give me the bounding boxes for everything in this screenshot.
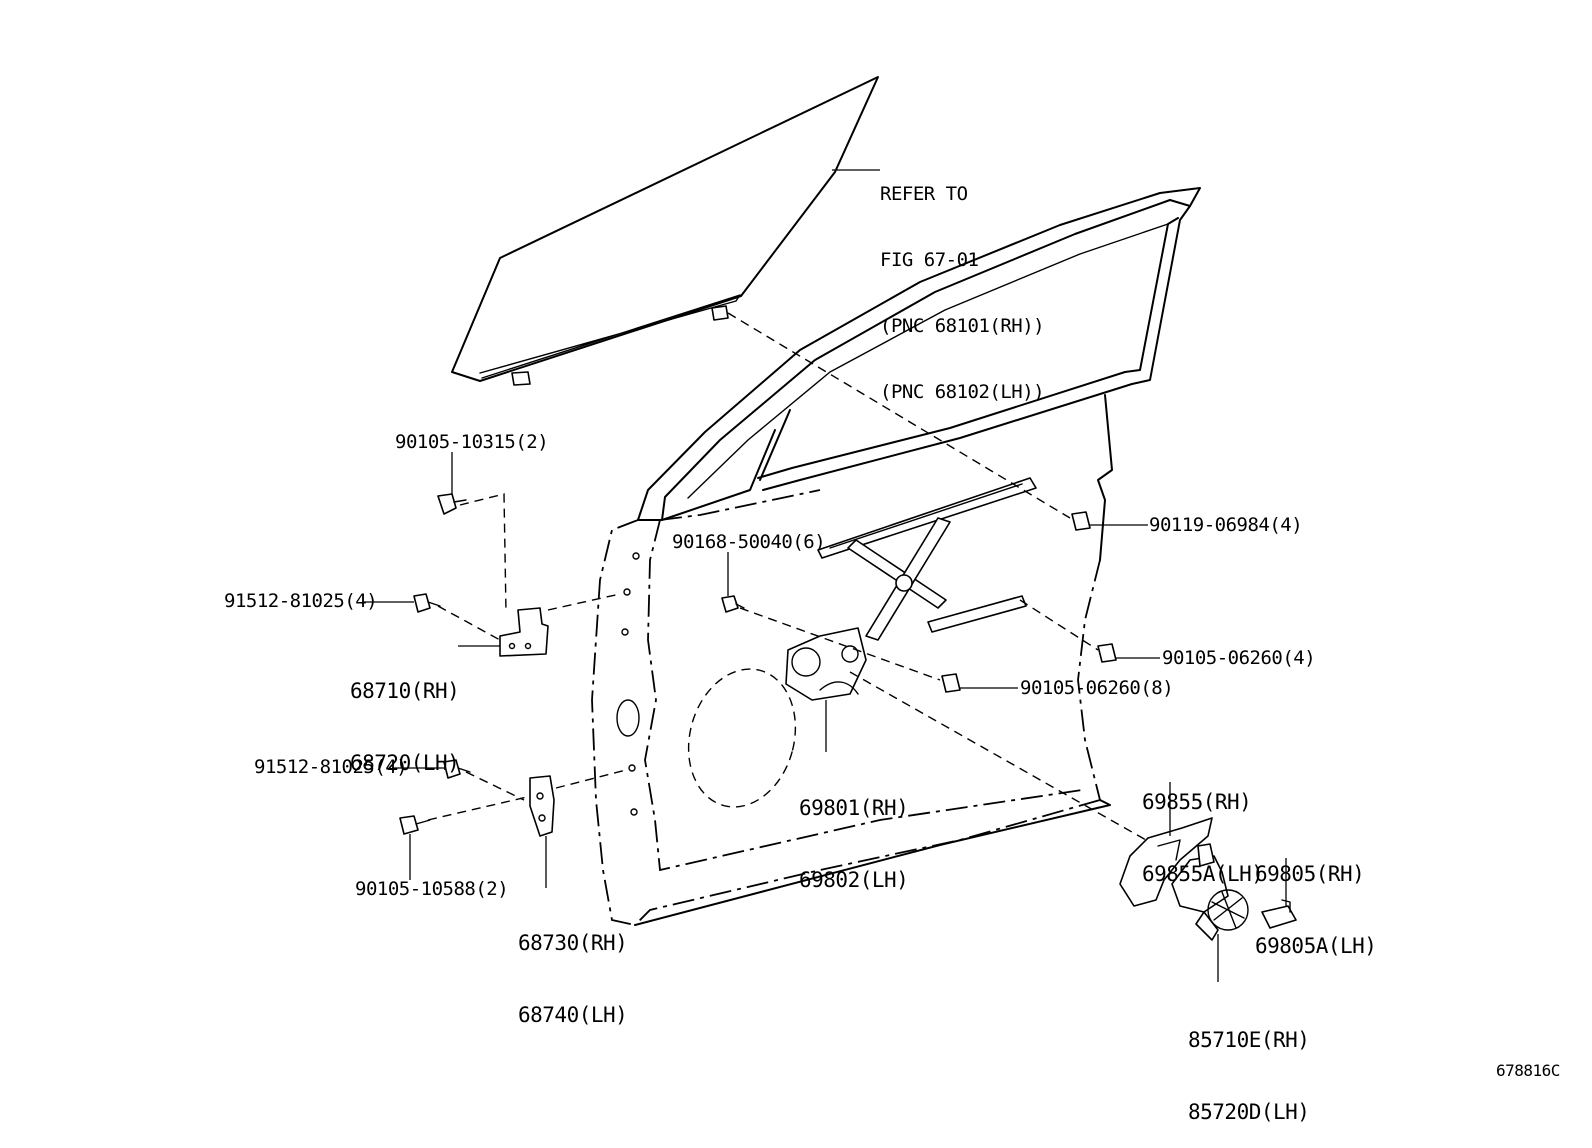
regulator-motor [1171, 843, 1249, 941]
callout-69801-rh: 69801(RH) [799, 796, 909, 820]
callout-69855: 69855(RH) 69855A(LH) [1142, 742, 1264, 910]
small-clip [1261, 899, 1297, 929]
refer-to-line-3: (PNC 68101(RH)) [880, 315, 1045, 337]
door-glass [451, 76, 879, 386]
callout-90168-50040: 90168-50040(6) [672, 531, 826, 553]
callout-90119-06984: 90119-06984(4) [1149, 514, 1303, 536]
assembly-dash-lines [427, 312, 1147, 841]
callout-85720d-lh: 85720D(LH) [1188, 1100, 1310, 1124]
callout-85710e-rh: 85710E(RH) [1188, 1028, 1310, 1052]
callout-68730: 68730(RH) 68740(LH) [518, 883, 628, 1051]
refer-to-line-1: REFER TO [880, 183, 968, 205]
callout-69802-lh: 69802(LH) [799, 868, 909, 892]
callout-69855-rh: 69855(RH) [1142, 790, 1252, 814]
callout-90105-06260-4: 90105-06260(4) [1162, 647, 1316, 669]
callout-90105-06260-8: 90105-06260(8) [1020, 677, 1174, 699]
figure-id: 678816C [1496, 1061, 1560, 1080]
callout-68720-lh: 68720(LH) [350, 751, 460, 775]
refer-to-line-4: (PNC 68102(LH)) [880, 381, 1045, 403]
motor-bracket [1119, 817, 1213, 907]
callout-68710: 68710(RH) 68720(LH) [350, 631, 460, 799]
callout-69805: 69805(RH) 69805A(LH) [1255, 814, 1377, 982]
callout-69855a-lh: 69855A(LH) [1142, 862, 1264, 886]
callout-69805-rh: 69805(RH) [1255, 862, 1365, 886]
leader-lines [364, 169, 1287, 982]
callout-91512-81025-bottom: 91512-81025(4) [254, 756, 408, 778]
callout-68740-lh: 68740(LH) [518, 1003, 628, 1027]
callout-68730-rh: 68730(RH) [518, 931, 628, 955]
bolts [399, 493, 1117, 835]
callout-85710: 85710E(RH) 85720D(LH) [1188, 980, 1310, 1148]
callout-90105-10315: 90105-10315(2) [395, 431, 549, 453]
window-regulator [785, 477, 1037, 701]
callout-68710-rh: 68710(RH) [350, 679, 460, 703]
callout-69801: 69801(RH) 69802(LH) [799, 748, 909, 916]
upper-hinge [499, 607, 549, 657]
refer-to-note: REFER TO FIG 67-01 (PNC 68101(RH)) (PNC … [880, 139, 1045, 425]
callout-69805a-lh: 69805A(LH) [1255, 934, 1377, 958]
refer-to-line-2: FIG 67-01 [880, 249, 979, 271]
front-door-panel [591, 187, 1201, 926]
door-glass-regulator-diagram [364, 76, 1297, 982]
callout-91512-81025-top: 91512-81025(4) [224, 590, 378, 612]
callout-90105-10588: 90105-10588(2) [355, 878, 509, 900]
lower-hinge [529, 775, 555, 837]
